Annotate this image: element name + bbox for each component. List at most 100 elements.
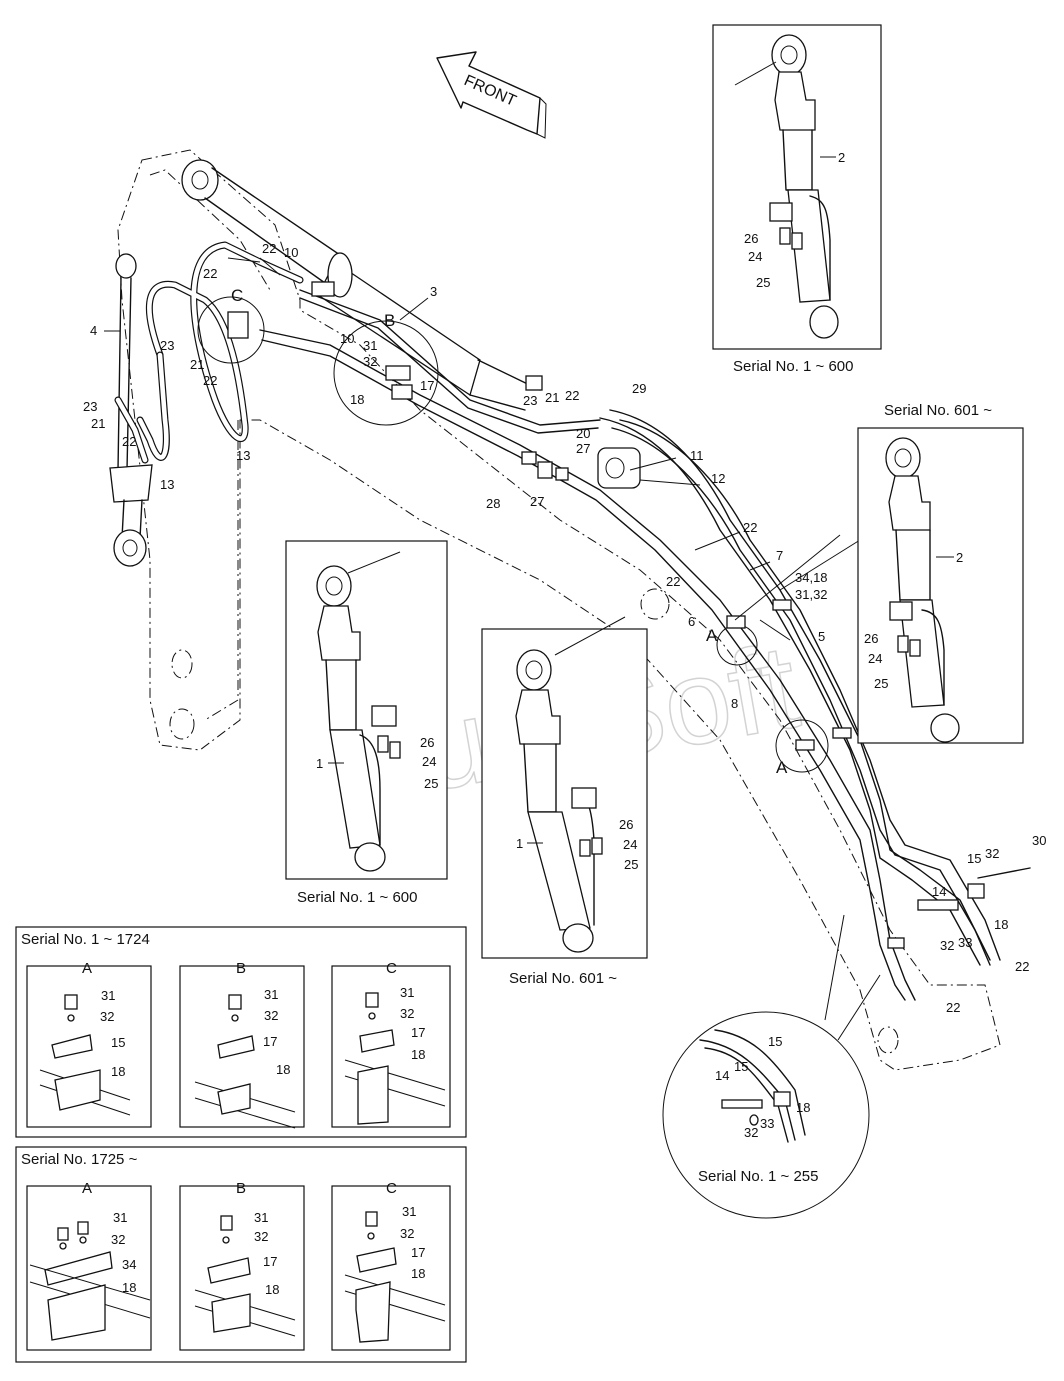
svg-text:15: 15 xyxy=(111,1035,125,1050)
svg-text:2: 2 xyxy=(838,150,845,165)
svg-text:18: 18 xyxy=(276,1062,290,1077)
svg-text:31: 31 xyxy=(400,985,414,1000)
svg-text:18: 18 xyxy=(111,1064,125,1079)
callout: 22 xyxy=(565,388,579,403)
callout: 22 xyxy=(946,1000,960,1015)
arm-cylinder xyxy=(109,253,153,567)
inset-caption: Serial No. 601 ~ xyxy=(884,402,992,419)
svg-text:15: 15 xyxy=(734,1059,748,1074)
view-letter-a-lower: A xyxy=(776,758,788,777)
callout: 21 xyxy=(91,416,105,431)
svg-text:31: 31 xyxy=(402,1204,416,1219)
callout: 7 xyxy=(776,548,783,563)
callout: 13 xyxy=(236,448,250,463)
svg-text:26: 26 xyxy=(420,735,434,750)
svg-text:2: 2 xyxy=(956,550,963,565)
svg-text:33: 33 xyxy=(760,1116,774,1131)
svg-text:25: 25 xyxy=(874,676,888,691)
inset-caption: Serial No. 601 ~ xyxy=(509,970,617,987)
callout: 10 xyxy=(340,331,354,346)
callout: 21 xyxy=(545,390,559,405)
callout: 18 xyxy=(350,392,364,407)
inset-caption: Serial No. 1 ~ 600 xyxy=(733,358,854,375)
svg-text:34: 34 xyxy=(122,1257,136,1272)
svg-text:24: 24 xyxy=(422,754,436,769)
svg-text:32: 32 xyxy=(254,1229,268,1244)
svg-text:32: 32 xyxy=(400,1006,414,1021)
svg-text:26: 26 xyxy=(744,231,758,246)
svg-text:1: 1 xyxy=(316,756,323,771)
callout: 22 xyxy=(203,373,217,388)
callout: 23 xyxy=(160,338,174,353)
inset-boom-cyl-601: Serial No. 601 ~ 2 26 24 25 xyxy=(857,402,1024,744)
svg-text:17: 17 xyxy=(263,1254,277,1269)
view-letter-a-upper: A xyxy=(706,626,718,645)
callout: 5 xyxy=(818,629,825,644)
callout: 23 xyxy=(523,393,537,408)
callout: 8 xyxy=(731,696,738,711)
callout: 27 xyxy=(576,441,590,456)
callout: 22 xyxy=(743,520,757,535)
pipes xyxy=(227,281,1001,1001)
detail-circles xyxy=(197,296,1031,949)
callout: 22 xyxy=(262,241,276,256)
callout: 32 xyxy=(940,938,954,953)
callout: 27 xyxy=(530,494,544,509)
main-labels: 3 4 22 10 22 C 23 21 22 23 21 22 13 13 1… xyxy=(83,241,1046,1015)
panel-title: Serial No. 1 ~ 1724 xyxy=(21,931,150,948)
svg-text:17: 17 xyxy=(411,1025,425,1040)
callout: 18 xyxy=(994,917,1008,932)
svg-text:31: 31 xyxy=(264,987,278,1002)
svg-text:25: 25 xyxy=(424,776,438,791)
svg-text:32: 32 xyxy=(744,1125,758,1140)
callout: 22 xyxy=(666,574,680,589)
svg-text:14: 14 xyxy=(715,1068,729,1083)
callout: 15 xyxy=(967,851,981,866)
clamp-panel-2: Serial No. 1725 ~ A 31 32 34 18 B 31 32 … xyxy=(15,1146,467,1363)
svg-text:26: 26 xyxy=(864,631,878,646)
svg-text:32: 32 xyxy=(264,1008,278,1023)
svg-text:32: 32 xyxy=(400,1226,414,1241)
svg-text:15: 15 xyxy=(768,1034,782,1049)
callout: 14 xyxy=(932,884,946,899)
callout: 32 xyxy=(363,354,377,369)
leader-lines xyxy=(104,257,861,1021)
svg-text:31: 31 xyxy=(101,988,115,1003)
svg-text:B: B xyxy=(236,1180,246,1197)
callout: 22 xyxy=(122,434,136,449)
svg-text:B: B xyxy=(236,960,246,977)
svg-text:24: 24 xyxy=(748,249,762,264)
svg-text:18: 18 xyxy=(411,1266,425,1281)
clamp-panel-1: Serial No. 1 ~ 1724 A 31 32 15 18 B 31 3… xyxy=(15,926,467,1138)
callout: 31,32 xyxy=(795,587,828,602)
svg-text:25: 25 xyxy=(756,275,770,290)
svg-text:1: 1 xyxy=(516,836,523,851)
inset-arm-cyl-601: 1 26 24 25 Serial No. 601 ~ xyxy=(481,616,648,987)
svg-text:17: 17 xyxy=(263,1034,277,1049)
svg-text:24: 24 xyxy=(868,651,882,666)
svg-text:A: A xyxy=(82,960,92,977)
svg-text:18: 18 xyxy=(796,1100,810,1115)
inset-circle-1-255: 15 15 14 18 32 33 Serial No. 1 ~ 255 xyxy=(662,974,881,1219)
callout: 22 xyxy=(203,266,217,281)
svg-text:C: C xyxy=(386,1180,397,1197)
svg-text:18: 18 xyxy=(411,1047,425,1062)
callout: 22 xyxy=(1015,959,1029,974)
svg-text:24: 24 xyxy=(623,837,637,852)
callout: 10 xyxy=(284,245,298,260)
boom-cylinder xyxy=(181,159,543,411)
svg-text:25: 25 xyxy=(624,857,638,872)
svg-text:18: 18 xyxy=(122,1280,136,1295)
svg-text:32: 32 xyxy=(100,1009,114,1024)
inset-caption: Serial No. 1 ~ 255 xyxy=(698,1168,819,1185)
callout: 23 xyxy=(83,399,97,414)
callout: 21 xyxy=(190,357,204,372)
inset-caption: Serial No. 1 ~ 600 xyxy=(297,889,418,906)
callout: 17 xyxy=(420,378,434,393)
inset-boom-cyl-1-600: 2 26 24 25 Serial No. 1 ~ 600 xyxy=(712,24,882,375)
svg-text:32: 32 xyxy=(111,1232,125,1247)
callout: 20 xyxy=(576,426,590,441)
panel-title: Serial No. 1725 ~ xyxy=(21,1151,138,1168)
hoses-upper xyxy=(114,241,304,464)
